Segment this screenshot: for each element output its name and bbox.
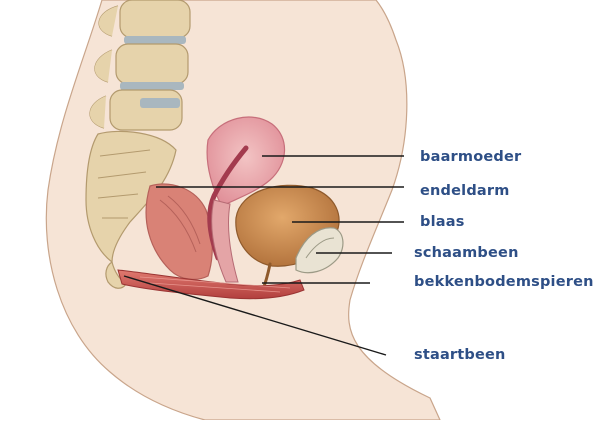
- label-rectum: endeldarm: [420, 182, 510, 200]
- vertebra: [110, 90, 182, 130]
- vertebra: [116, 44, 188, 84]
- spinal-disc: [140, 98, 180, 108]
- spinal-disc: [120, 82, 184, 90]
- spine: [90, 0, 190, 130]
- label-uterus: baarmoeder: [420, 148, 521, 166]
- label-pelvic-floor: bekkenbodemspieren: [414, 273, 594, 291]
- vertebra: [120, 0, 190, 38]
- label-coccyx: staartbeen: [414, 346, 506, 364]
- label-bladder: blaas: [420, 213, 465, 231]
- label-pubic-bone: schaambeen: [414, 244, 519, 262]
- spinal-disc: [124, 36, 186, 44]
